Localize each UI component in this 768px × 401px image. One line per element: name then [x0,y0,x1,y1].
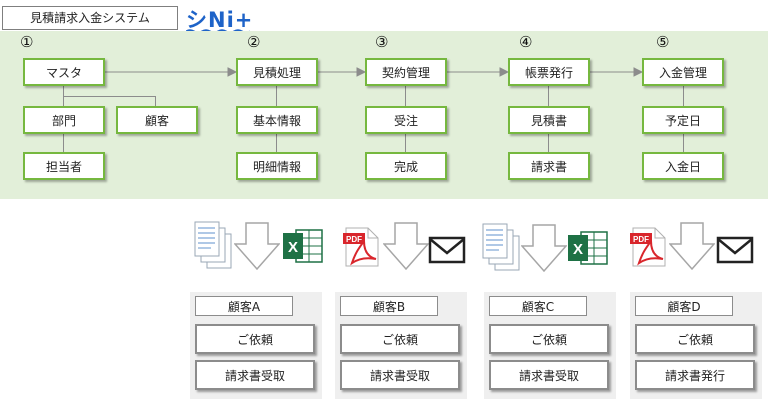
step-number-4: ④ [519,33,533,51]
step-node-estimate[interactable]: 見積処理 [236,58,318,86]
down-arrow-icon [669,222,715,270]
pdf-icon: PDF [630,227,666,267]
excel-icon: X [568,231,608,265]
down-arrow-icon [521,224,567,272]
document-stack-icon [194,221,232,269]
pdf-icon-label: PDF [633,235,649,244]
mail-icon [716,236,754,264]
invoice-receive-button-a[interactable]: 請求書受取 [195,360,315,390]
customer-label-b: 顧客B [340,296,438,316]
step-node-master[interactable]: マスタ [23,58,105,86]
sub-node-basic-info[interactable]: 基本情報 [236,106,318,134]
customer-label-d: 顧客D [635,296,733,316]
request-button-b[interactable]: ご依頼 [340,324,460,354]
sub-node-invoice[interactable]: 請求書 [508,152,590,180]
pdf-icon: PDF [343,227,379,267]
logo: シNi+ [186,8,254,32]
step-number-3: ③ [375,33,389,51]
step-number-2: ② [247,33,261,51]
excel-icon: X [283,229,323,263]
invoice-receive-button-b[interactable]: 請求書受取 [340,360,460,390]
step-node-forms[interactable]: 帳票発行 [508,58,590,86]
sub-node-customer[interactable]: 顧客 [116,106,198,134]
invoice-issue-button-d[interactable]: 請求書発行 [635,360,755,390]
sub-node-completion[interactable]: 完成 [365,152,447,180]
request-button-c[interactable]: ご依頼 [489,324,609,354]
excel-icon-label: X [288,239,298,256]
request-button-d[interactable]: ご依頼 [635,324,755,354]
pdf-icon-label: PDF [346,235,362,244]
customer-label-a: 顧客A [195,296,293,316]
connector-line [63,96,155,97]
connector-line [155,96,156,109]
sub-node-payment-date[interactable]: 入金日 [642,152,724,180]
down-arrow-icon [383,222,429,270]
sub-node-quotation[interactable]: 見積書 [508,106,590,134]
down-arrow-icon [234,222,280,270]
step-node-payment[interactable]: 入金管理 [642,58,724,86]
step-number-1: ① [20,33,34,51]
invoice-receive-button-c[interactable]: 請求書受取 [489,360,609,390]
system-title: 見積請求入金システム [2,6,178,30]
sub-node-staff[interactable]: 担当者 [23,152,105,180]
request-button-a[interactable]: ご依頼 [195,324,315,354]
step-number-5: ⑤ [656,33,670,51]
sub-node-scheduled-date[interactable]: 予定日 [642,106,724,134]
sub-node-order[interactable]: 受注 [365,106,447,134]
customer-label-c: 顧客C [489,296,587,316]
step-node-contract[interactable]: 契約管理 [365,58,447,86]
sub-node-detail-info[interactable]: 明細情報 [236,152,318,180]
sub-node-department[interactable]: 部門 [23,106,105,134]
mail-icon [428,236,466,264]
document-stack-icon [482,223,520,271]
excel-icon-label: X [573,241,583,258]
